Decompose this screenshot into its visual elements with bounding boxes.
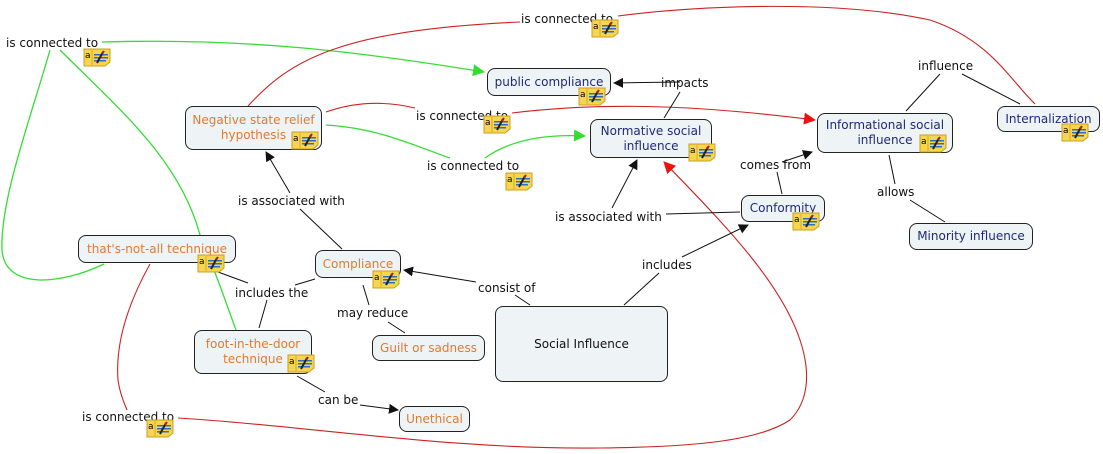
annotation-note-icon[interactable]: a xyxy=(1061,123,1089,142)
edge-consist-to-compliance xyxy=(403,266,477,283)
svg-text:a: a xyxy=(507,175,513,185)
link-label-associated-right[interactable]: is associated with xyxy=(555,210,662,224)
svg-text:a: a xyxy=(1063,126,1069,136)
concept-minority-influence[interactable]: Minority influence xyxy=(909,223,1033,250)
link-label-connected-mid2[interactable]: is connected to xyxy=(427,159,520,173)
edge-impacts-line xyxy=(613,77,681,88)
link-label-comes-from[interactable]: comes from xyxy=(740,158,812,172)
svg-text:a: a xyxy=(148,422,154,432)
link-label-includes-the[interactable]: includes the xyxy=(235,286,309,300)
annotation-note-icon[interactable]: a xyxy=(287,354,315,373)
edge-normative-impacts xyxy=(663,91,681,119)
svg-text:a: a xyxy=(485,118,491,128)
edge-compliance-assoc-left xyxy=(299,208,343,250)
svg-text:a: a xyxy=(289,357,295,367)
concept-guilt-or-sadness[interactable]: Guilt or sadness xyxy=(372,335,485,361)
edge-may-reduce-guilt xyxy=(387,321,406,334)
svg-text:a: a xyxy=(580,90,586,100)
svg-text:a: a xyxy=(921,137,927,147)
svg-text:a: a xyxy=(85,51,91,61)
edge-green-left-to-foot xyxy=(59,49,237,331)
svg-text:a: a xyxy=(690,146,696,156)
concept-compliance[interactable]: Compliance xyxy=(315,250,401,278)
svg-text:a: a xyxy=(293,134,299,144)
edge-includes-the-foot xyxy=(258,299,268,329)
link-label-connected-top[interactable]: is connected to xyxy=(521,12,614,26)
link-label-influence[interactable]: influence xyxy=(918,59,974,73)
annotation-note-icon[interactable]: a xyxy=(483,115,511,134)
edge-red-top-to-internalization xyxy=(617,5,1036,105)
edge-green-left-to-public xyxy=(101,40,485,77)
link-label-impacts[interactable]: impacts xyxy=(661,76,709,90)
edge-green-neg-to-normative xyxy=(325,124,451,159)
edge-includes-the-thats xyxy=(217,271,249,284)
edge-conformity-comes-from xyxy=(776,171,783,195)
link-label-associated-left[interactable]: is associated with xyxy=(238,194,345,208)
link-label-consist-of[interactable]: consist of xyxy=(478,281,536,295)
edge-green-left-loop xyxy=(1,49,105,281)
concept-foot-in-the-door-technique[interactable]: foot-in-the-door technique xyxy=(194,330,312,374)
note-glyph: a xyxy=(591,19,619,38)
annotation-note-icon[interactable]: a xyxy=(688,143,716,162)
concept-social-influence[interactable]: Social Influence xyxy=(495,306,668,382)
edge-red-neg-top xyxy=(247,21,521,107)
edge-assoc-left-to-neg xyxy=(265,151,291,194)
annotation-note-icon[interactable]: a xyxy=(505,172,533,191)
annotation-note-icon[interactable]: a xyxy=(146,419,174,438)
svg-text:a: a xyxy=(794,215,800,225)
edge-includes-to-conformity xyxy=(681,224,749,258)
annotation-note-icon[interactable]: a xyxy=(291,131,319,150)
concept-conformity[interactable]: Conformity xyxy=(741,195,825,222)
edge-compliance-includes-the xyxy=(294,278,316,286)
edge-green-label-to-normative xyxy=(484,129,586,159)
edge-red-mid-to-informational xyxy=(511,105,816,125)
edge-compliance-may-reduce xyxy=(362,284,370,306)
link-label-can-be[interactable]: can be xyxy=(318,393,359,407)
link-label-includes[interactable]: includes xyxy=(642,258,692,272)
edge-assoc-right-to-normative xyxy=(611,159,638,209)
svg-text:a: a xyxy=(374,273,380,283)
annotation-note-icon[interactable]: a xyxy=(591,19,619,38)
annotation-note-icon[interactable]: a xyxy=(197,254,225,273)
svg-text:a: a xyxy=(593,22,599,32)
edge-influence-internalization xyxy=(961,73,1021,105)
edge-influence-informational xyxy=(905,73,941,112)
concept-unethical[interactable]: Unethical xyxy=(399,406,470,432)
annotation-note-icon[interactable]: a xyxy=(919,134,947,153)
link-label-allows[interactable]: allows xyxy=(877,185,915,199)
annotation-note-icon[interactable]: a xyxy=(792,212,820,231)
concept-thats-not-all-technique[interactable]: that's-not-all technique xyxy=(78,235,236,263)
edge-can-be-unethical xyxy=(359,403,399,414)
edge-comes-from-arrow xyxy=(781,150,813,163)
link-label-may-reduce[interactable]: may reduce xyxy=(337,306,409,320)
edge-red-thats-down xyxy=(117,263,151,411)
edge-social-consist xyxy=(514,294,531,306)
annotation-note-icon[interactable]: a xyxy=(578,87,606,106)
edge-conformity-assoc-right xyxy=(665,211,741,215)
edge-red-bottom-loop xyxy=(177,161,808,449)
edge-informational-allows xyxy=(888,154,896,185)
edge-foot-can-be xyxy=(296,375,326,393)
link-label-connected-left[interactable]: is connected to xyxy=(6,36,99,50)
svg-text:a: a xyxy=(199,257,205,267)
annotation-note-icon[interactable]: a xyxy=(83,48,111,67)
edge-allows-minority xyxy=(909,199,946,223)
edge-social-includes xyxy=(623,272,660,306)
annotation-note-icon[interactable]: a xyxy=(372,270,400,289)
edge-red-neg-mid xyxy=(325,102,416,113)
concept-internalization[interactable]: Internalization xyxy=(997,106,1100,132)
